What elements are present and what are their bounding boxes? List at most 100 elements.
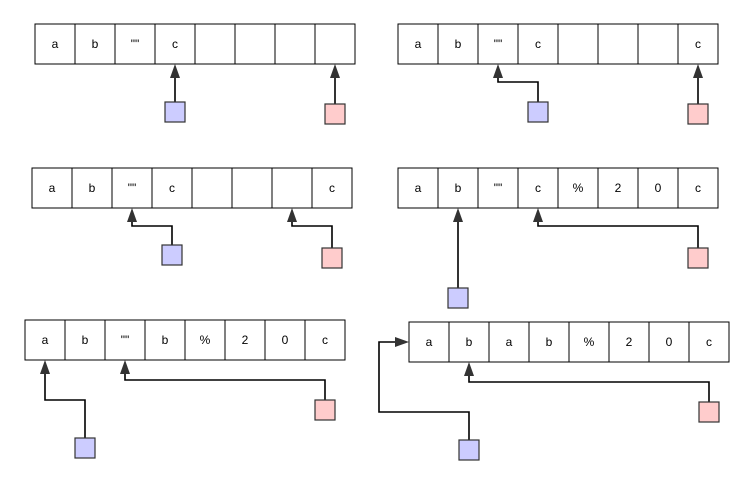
array-cell: b	[64, 319, 106, 361]
slow-pointer-arrow	[131, 218, 173, 245]
cell-box	[597, 23, 639, 65]
fast-arrow-head	[533, 208, 543, 222]
cell-box	[264, 319, 306, 361]
array-cell: %	[184, 319, 226, 361]
cell-box	[34, 23, 76, 65]
cell-box	[311, 167, 353, 209]
array-cell: ""	[114, 23, 156, 65]
cell-box	[568, 321, 610, 363]
cell-box	[31, 167, 73, 209]
cell-box	[688, 321, 730, 363]
array-cell: b	[528, 321, 570, 363]
cell-value: b	[466, 335, 473, 349]
array-cell: a	[31, 167, 73, 209]
cell-value: a	[426, 335, 433, 349]
cell-value: ""	[494, 181, 503, 195]
cell-box	[64, 319, 106, 361]
array-cell: c	[154, 23, 196, 65]
cell-value: b	[455, 37, 462, 51]
array-cell: ""	[477, 23, 519, 65]
cell-value: ""	[128, 181, 137, 195]
array-cell: c	[311, 167, 353, 209]
cell-box	[234, 23, 276, 65]
fast-pointer-square	[324, 103, 346, 125]
array-cell: c	[151, 167, 193, 209]
cell-value: b	[89, 181, 96, 195]
array-cell: c	[304, 319, 346, 361]
cell-box	[151, 167, 193, 209]
fast-pointer-square	[321, 247, 343, 269]
array-cell: c	[677, 167, 719, 209]
cell-box	[191, 167, 233, 209]
slow-pointer-arrow	[44, 370, 86, 438]
cell-value: 0	[666, 335, 673, 349]
cell-box	[477, 23, 519, 65]
array-cell: a	[397, 167, 439, 209]
cell-box	[144, 319, 186, 361]
array-cell: %	[557, 167, 599, 209]
fast-arrow-head	[693, 64, 703, 78]
slow-pointer-arrow	[497, 74, 539, 102]
cell-value: c	[706, 335, 712, 349]
array-cell: 2	[224, 319, 266, 361]
cell-value: b	[82, 333, 89, 347]
cell-box	[224, 319, 266, 361]
cell-value: ""	[121, 333, 130, 347]
cell-value: b	[92, 37, 99, 51]
cell-value: a	[49, 181, 56, 195]
fast-pointer-square	[314, 399, 336, 421]
cell-box	[304, 319, 346, 361]
array-cell: a	[397, 23, 439, 65]
array-cell: 2	[608, 321, 650, 363]
array-cell: b	[74, 23, 116, 65]
cell-box	[111, 167, 153, 209]
cell-value: c	[172, 37, 178, 51]
cell-box	[114, 23, 156, 65]
cell-box	[314, 23, 356, 65]
cell-value: c	[322, 333, 328, 347]
array-cell: b	[448, 321, 490, 363]
array-cell: a	[408, 321, 450, 363]
array-cell	[557, 23, 599, 65]
array-cell: ""	[104, 319, 146, 361]
array-cell	[191, 167, 233, 209]
array-cell: b	[71, 167, 113, 209]
cell-box	[397, 167, 439, 209]
slow-arrow-head	[127, 208, 137, 222]
array-cell	[597, 23, 639, 65]
array-cell: a	[488, 321, 530, 363]
cell-value: c	[535, 37, 541, 51]
cell-value: b	[162, 333, 169, 347]
fast-pointer-arrow	[468, 372, 710, 402]
cell-value: a	[506, 335, 513, 349]
slow-pointer-square	[74, 437, 96, 459]
cell-box	[274, 23, 316, 65]
cell-box	[437, 23, 479, 65]
slow-pointer-square	[161, 244, 183, 266]
cell-value: ""	[494, 37, 503, 51]
array-cell: 0	[648, 321, 690, 363]
slow-pointer-arrow	[378, 341, 470, 440]
fast-pointer-arrow	[537, 218, 699, 248]
slow-pointer-square	[458, 439, 480, 461]
cell-value: ""	[131, 37, 140, 51]
fast-pointer-arrow	[124, 370, 326, 400]
slow-arrow-head	[395, 337, 409, 347]
cell-box	[437, 167, 479, 209]
cell-box	[74, 23, 116, 65]
fast-pointer-square	[687, 247, 709, 269]
cell-box	[71, 167, 113, 209]
fast-pointer-square	[687, 103, 709, 125]
cell-value: 2	[626, 335, 633, 349]
cell-box	[557, 23, 599, 65]
cell-value: b	[455, 181, 462, 195]
array-cell	[271, 167, 313, 209]
fast-arrow-head	[464, 362, 474, 376]
cell-value: c	[169, 181, 175, 195]
slow-arrow-head	[170, 64, 180, 78]
cell-value: a	[42, 333, 49, 347]
cell-box	[648, 321, 690, 363]
